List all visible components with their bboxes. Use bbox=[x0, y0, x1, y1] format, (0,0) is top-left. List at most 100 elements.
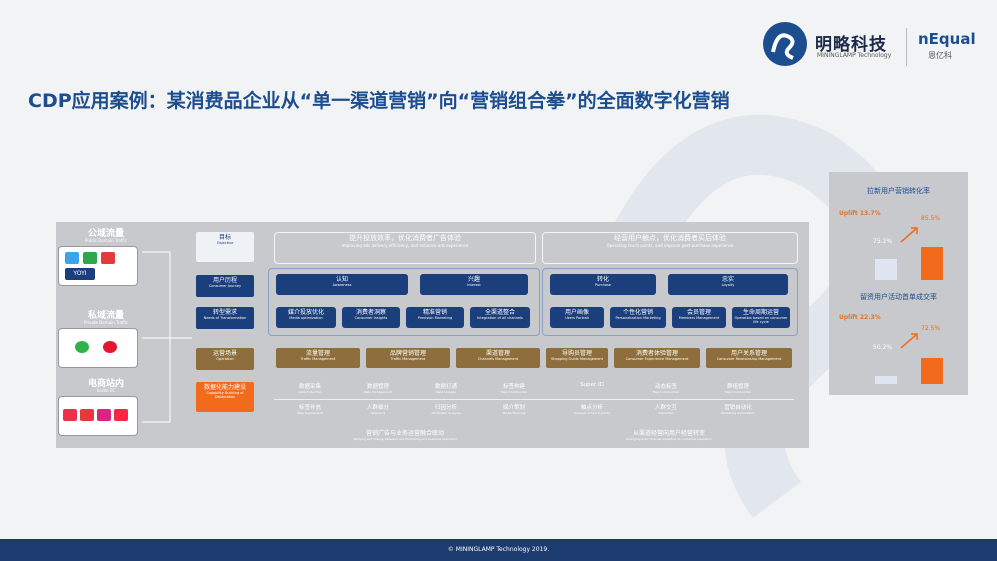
yoyi-app-icon: YOYI bbox=[65, 268, 95, 280]
logo-cn-text: 明略科技 bbox=[815, 35, 887, 55]
journey-awareness-label: 认知 bbox=[335, 276, 348, 283]
row-transform-label: 转型需求 bbox=[212, 309, 237, 316]
transform-precision-label: 精准营销 bbox=[422, 309, 447, 316]
goal-ads-sub: Improving ads delivery efficiency, and e… bbox=[341, 243, 469, 248]
row-journey-sub: Consumer Journey bbox=[208, 284, 242, 288]
connector-lines bbox=[142, 251, 192, 423]
cap-dynamic-tags-label: 动态标签 bbox=[654, 384, 677, 390]
op-brand-label: 品牌营销管理 bbox=[389, 350, 426, 357]
journey-loyalty-label: 忠实 bbox=[721, 276, 734, 283]
header: 明略科技 MININGLAMP Technology nEqual 恩亿科 bbox=[0, 0, 997, 80]
transform-personalization-label: 个性化营销 bbox=[622, 309, 653, 316]
row-objective-label: 目标 bbox=[218, 234, 231, 241]
journey-interest-label: 兴趣 bbox=[467, 276, 480, 283]
missfresh-app-icon bbox=[97, 409, 111, 421]
panel1-uplift: Uplift 13.7% bbox=[839, 210, 881, 217]
public-title: 公域流量 bbox=[87, 229, 124, 239]
row-journey-label: 用户历程 bbox=[212, 277, 237, 284]
transform-portrait-label: 用户画像 bbox=[564, 309, 589, 316]
cap-management-sub: Data Management bbox=[364, 390, 392, 394]
footer: © MININGLAMP Technology 2019. bbox=[0, 539, 997, 561]
panel2-before-bar bbox=[875, 376, 897, 384]
cap-touchpoints-label: 触点分析 bbox=[580, 405, 603, 411]
transform-members-label: 会员管理 bbox=[686, 309, 711, 316]
logo-en-text: MININGLAMP Technology bbox=[817, 52, 892, 59]
panel1-trend-arrow-icon bbox=[900, 227, 918, 243]
op-experience-label: 消费者体验管理 bbox=[635, 350, 678, 357]
op-brand-sub: Traffic Management bbox=[390, 357, 426, 361]
cap-superid-label: Super ID bbox=[580, 382, 604, 388]
row-operation-sub: Operation bbox=[216, 357, 234, 361]
wechat-app-icon bbox=[75, 341, 89, 353]
logo-divider bbox=[906, 28, 907, 66]
cap-automation-label: 营销自动化 bbox=[724, 405, 752, 411]
iqiyi-app-icon bbox=[83, 252, 97, 264]
transform-integration-sub: Integration of all channels bbox=[477, 316, 523, 320]
journey-panel-right bbox=[542, 268, 798, 336]
panel2-after-label: 72.5% bbox=[921, 325, 941, 332]
private-apps-box bbox=[58, 328, 138, 368]
ec-sub: Inside EC bbox=[96, 388, 116, 393]
slide-title: CDP应用案例：某消费品企业从“单一渠道营销”向“营销组合拳”的全面数字化营销 bbox=[28, 90, 730, 112]
op-guide-sub: Shopping Guide Management bbox=[551, 357, 603, 361]
cap-supplement-sub: Tags Supplement bbox=[297, 411, 323, 415]
row-capability-label: 数据化能力建设 bbox=[203, 384, 246, 391]
transform-insights-label: 消费者洞察 bbox=[355, 309, 386, 316]
op-channels-sub: Channels Management bbox=[477, 357, 519, 361]
cap-linkage-label: 数据打通 bbox=[434, 384, 457, 390]
bottom-goal-ads-label: 营销广告与业务运营融合联动 bbox=[365, 430, 444, 437]
transform-members-sub: Members Management bbox=[678, 316, 720, 320]
cap-media-planning-label: 媒介策划 bbox=[502, 405, 525, 411]
panel1-title: 拉新用户营销转化率 bbox=[867, 187, 930, 195]
capability-divider bbox=[274, 399, 794, 400]
journey-loyalty-sub: Loyalty bbox=[721, 283, 735, 287]
cap-attribution-sub: Attribution Analysis bbox=[431, 411, 461, 415]
row-objective-sub: Objective bbox=[216, 241, 234, 245]
panel2-uplift: Uplift 22.3% bbox=[839, 314, 881, 321]
xiaohongshu-app-icon bbox=[114, 409, 128, 421]
results-panel: 拉新用户营销转化率 Uplift 13.7% 75.2% 85.5% 留资用户活… bbox=[829, 172, 968, 395]
cap-groups-label: 群组管理 bbox=[726, 384, 749, 390]
goal-touchpoints-sub: Operating touch points, and improve post… bbox=[606, 243, 734, 248]
cap-superid: Super ID bbox=[562, 382, 622, 388]
transform-personalization-sub: Personalization Marketing bbox=[615, 316, 661, 320]
row-capability-sub: Capability Building of Datamation bbox=[206, 391, 244, 399]
transform-media-sub: Media optimization bbox=[289, 316, 323, 320]
bottom-goal-ads-sub: Merging and linking, between ads marketi… bbox=[353, 437, 457, 441]
nequal-cn-text: 恩亿科 bbox=[928, 51, 952, 60]
cap-automation-sub: Marketing Automation bbox=[721, 411, 755, 415]
private-sub: Private Domain Traffic bbox=[83, 320, 129, 325]
cap-tags-sub: Tags Construction bbox=[500, 390, 528, 394]
transform-insights-sub: Consumer Insights bbox=[354, 316, 388, 320]
row-operation-label: 运营场景 bbox=[212, 350, 237, 357]
transform-lifecycle-sub: Operation based on consumer life cycle bbox=[734, 316, 788, 324]
panel1-after-label: 85.5% bbox=[921, 215, 941, 222]
public-sub: Public Domain Traffic bbox=[85, 238, 127, 243]
panel1-after-bar bbox=[921, 246, 943, 280]
youku-app-icon bbox=[65, 252, 79, 264]
